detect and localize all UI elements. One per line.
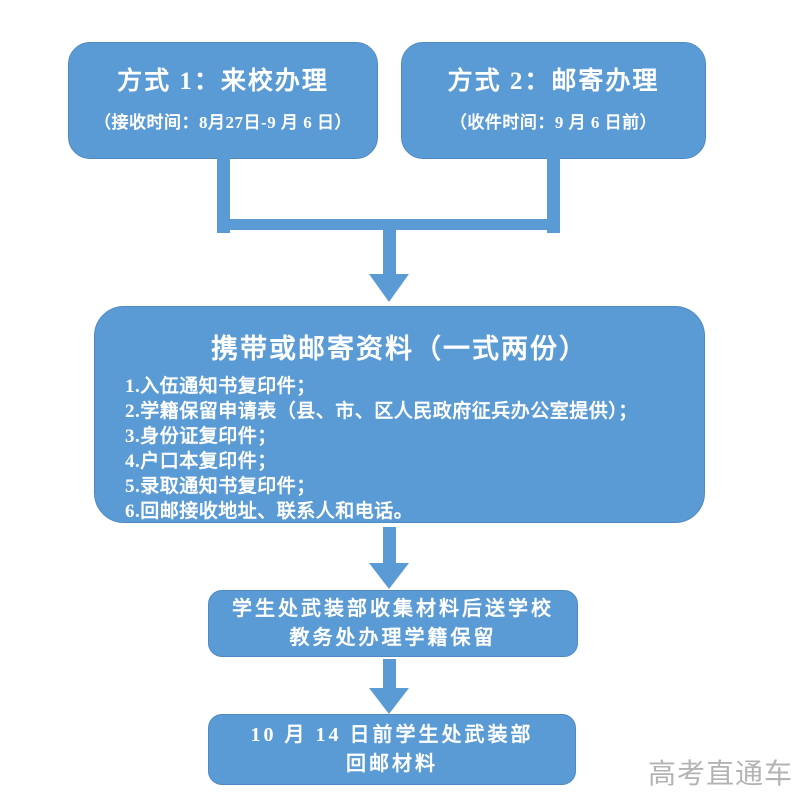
arrow-head	[369, 688, 409, 714]
method1-subtitle: （接收时间：8月27日-9 月 6 日）	[94, 113, 352, 133]
mail-step-line2: 回邮材料	[346, 752, 438, 775]
down-arrow-icon	[369, 230, 409, 302]
materials-item: 5.录取通知书复印件；	[125, 476, 316, 497]
materials-item: 3.身份证复印件；	[125, 426, 277, 447]
arrow-stem	[382, 659, 396, 688]
method2-box: 方式 2：邮寄办理 （收件时间：9 月 6 日前）	[401, 42, 706, 159]
materials-item: 4.户口本复印件；	[125, 451, 277, 472]
collect-step-line2: 教务处办理学籍保留	[289, 626, 497, 649]
method1-title: 方式 1：来校办理	[117, 67, 329, 95]
connector-line-left	[217, 158, 230, 233]
collect-step-line1: 学生处武装部收集材料后送学校	[232, 597, 554, 620]
method2-title: 方式 2：邮寄办理	[447, 67, 660, 95]
connector-line-right	[547, 158, 560, 233]
materials-item: 6.回邮接收地址、联系人和电话。	[125, 501, 414, 522]
materials-box: 携带或邮寄资料（一式两份） 1.入伍通知书复印件； 2.学籍保留申请表（县、市、…	[94, 306, 705, 523]
down-arrow-icon	[369, 659, 409, 714]
materials-title: 携带或邮寄资料（一式两份）	[211, 334, 588, 364]
connector-line-merge	[217, 219, 560, 230]
method2-subtitle: （收件时间：9 月 6 日前）	[449, 113, 658, 133]
materials-list: 1.入伍通知书复印件； 2.学籍保留申请表（县、市、区人民政府征兵办公室提供）；…	[109, 374, 690, 524]
materials-item: 2.学籍保留申请表（县、市、区人民政府征兵办公室提供）；	[125, 401, 638, 422]
arrow-stem	[382, 230, 396, 274]
arrow-head	[369, 563, 409, 589]
down-arrow-icon	[369, 527, 409, 589]
collect-step-box: 学生处武装部收集材料后送学校 教务处办理学籍保留	[208, 590, 578, 657]
mail-step-box: 10 月 14 日前学生处武装部 回邮材料	[208, 714, 576, 785]
arrow-stem	[382, 527, 396, 563]
materials-item: 1.入伍通知书复印件；	[125, 376, 316, 397]
method1-box: 方式 1：来校办理 （接收时间：8月27日-9 月 6 日）	[68, 42, 378, 159]
mail-step-line1: 10 月 14 日前学生处武装部	[250, 723, 534, 746]
arrow-head	[369, 274, 409, 302]
watermark-text: 高考直通车	[647, 758, 793, 789]
